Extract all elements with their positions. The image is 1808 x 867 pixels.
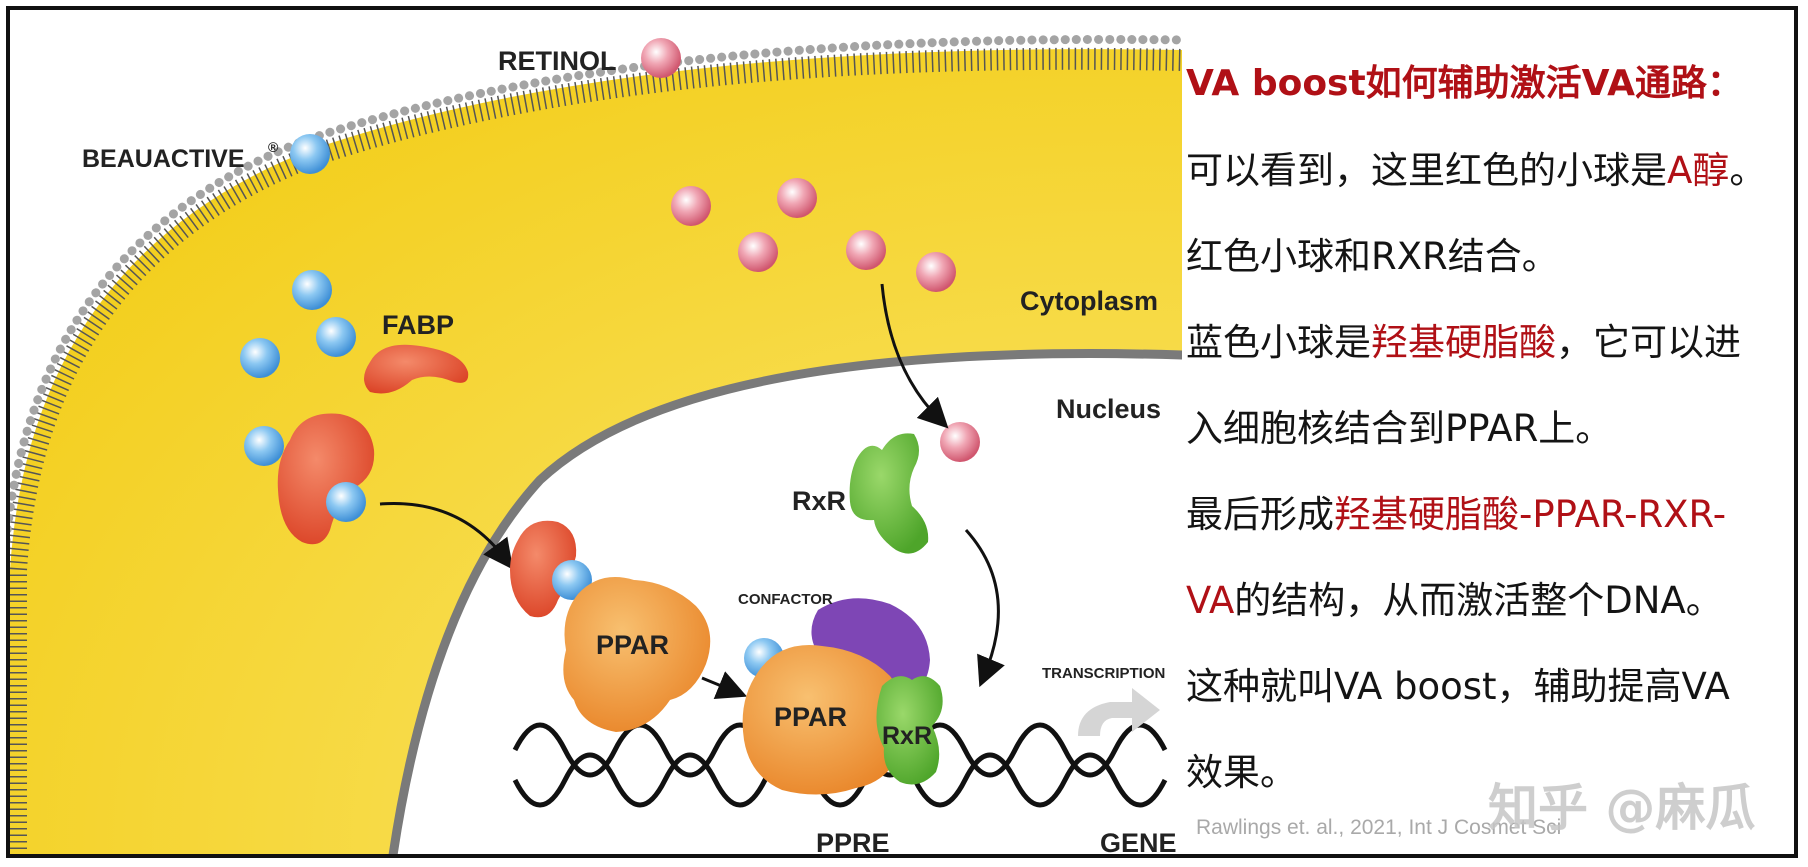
panel-line: 蓝色小球是羟基硬脂酸，它可以进	[1186, 312, 1741, 366]
explanation-panel: VA boost如何辅助激活VA通路： 可以看到，这里红色的小球是A醇。红色小球…	[1186, 40, 1794, 840]
beauactive-molecules	[240, 134, 356, 466]
retinol-ball	[940, 422, 980, 462]
beauactive-ball	[290, 134, 330, 174]
retinol-ball	[671, 186, 711, 226]
panel-line: 这种就叫VA boost，辅助提高VA	[1186, 656, 1730, 710]
retinol-ball	[641, 38, 681, 78]
nuclear-envelope	[388, 349, 1182, 854]
line-text: ，它可以进	[1556, 321, 1741, 364]
highlight-text: 羟基硬脂酸	[1371, 321, 1556, 364]
panel-line: 可以看到，这里红色的小球是A醇。	[1186, 140, 1766, 194]
cytoplasm-region	[10, 49, 1182, 854]
highlight-text: VA	[1186, 579, 1235, 622]
ppar-protein	[563, 577, 711, 732]
label-ppre: PPRE	[816, 828, 890, 858]
membrane-beads	[10, 34, 1182, 548]
highlight-text: A醇	[1667, 149, 1730, 192]
panel-line: 红色小球和RXR结合。	[1186, 226, 1559, 280]
retinol-ball	[738, 232, 778, 272]
transcription-arrow	[1078, 688, 1160, 736]
pathway-diagram: RETINOL BEAUACTIVE ® FABP Cytoplasm Nucl…	[10, 34, 1182, 858]
label-confactor: CONFACTOR	[738, 591, 833, 608]
panel-line: 最后形成羟基硬脂酸-PPAR-RXR-	[1186, 484, 1726, 538]
label-ppar-1: PPAR	[596, 630, 669, 660]
label-beauactive: BEAUACTIVE	[82, 145, 245, 173]
panel-heading: VA boost如何辅助激活VA通路：	[1186, 63, 1743, 104]
label-fabp: FABP	[382, 310, 454, 340]
transport-arrow	[379, 501, 514, 570]
watermark: 知乎 @麻瓜	[1488, 779, 1756, 837]
label-registered-mark: ®	[268, 139, 279, 155]
binding-arrow	[701, 671, 748, 700]
line-text: 。	[1729, 149, 1767, 192]
label-rxr-bound: RxR	[882, 722, 932, 750]
line-text: 最后形成	[1186, 493, 1334, 536]
label-cytoplasm: Cytoplasm	[1020, 286, 1158, 316]
ppar-protein-complex	[742, 645, 906, 795]
line-text: 蓝色小球是	[1186, 321, 1371, 364]
beauactive-ball	[292, 270, 332, 310]
membrane-tails	[10, 47, 1182, 854]
beauactive-ball	[244, 426, 284, 466]
retinol-ball	[777, 178, 817, 218]
beauactive-ball	[316, 317, 356, 357]
rxr-protein-bound	[876, 676, 943, 785]
line-text: 红色小球和RXR结合。	[1186, 235, 1559, 278]
fabp-protein	[364, 344, 469, 394]
label-retinol: RETINOL	[498, 46, 617, 76]
fabp-protein-bound	[277, 413, 375, 545]
retinol-molecules	[641, 38, 980, 462]
rxr-arrow	[964, 528, 1005, 688]
retinol-ball	[916, 252, 956, 292]
line-text: 的结构，从而激活整个DNA。	[1234, 579, 1723, 622]
label-gene: GENE	[1100, 828, 1177, 858]
rxr-protein-free	[849, 433, 929, 554]
beauactive-ball	[240, 338, 280, 378]
beauactive-ball	[326, 482, 366, 522]
label-nucleus: Nucleus	[1056, 394, 1161, 424]
retinol-ball	[846, 230, 886, 270]
panel-line: 效果。	[1186, 742, 1297, 796]
label-transcription: TRANSCRIPTION	[1042, 665, 1165, 682]
label-rxr-free: RxR	[792, 486, 846, 516]
label-ppar-2: PPAR	[774, 702, 847, 732]
highlight-text: 羟基硬脂酸-PPAR-RXR-	[1334, 493, 1727, 536]
figure-frame: RETINOL BEAUACTIVE ® FABP Cytoplasm Nucl…	[6, 6, 1798, 858]
retinol-arrow	[880, 283, 949, 429]
confactor-protein	[811, 598, 930, 690]
line-text: 入细胞核结合到PPAR上。	[1186, 407, 1613, 450]
panel-line: VA的结构，从而激活整个DNA。	[1186, 570, 1723, 624]
beauactive-ball	[552, 560, 592, 600]
line-text: 可以看到，这里红色的小球是	[1186, 149, 1667, 192]
line-text: 这种就叫VA boost，辅助提高VA	[1186, 665, 1730, 708]
panel-line: 入细胞核结合到PPAR上。	[1186, 398, 1612, 452]
line-text: 效果。	[1186, 751, 1297, 794]
source-credit: Rawlings et. al., 2021, Int J Cosmet Sci	[1196, 816, 1562, 839]
